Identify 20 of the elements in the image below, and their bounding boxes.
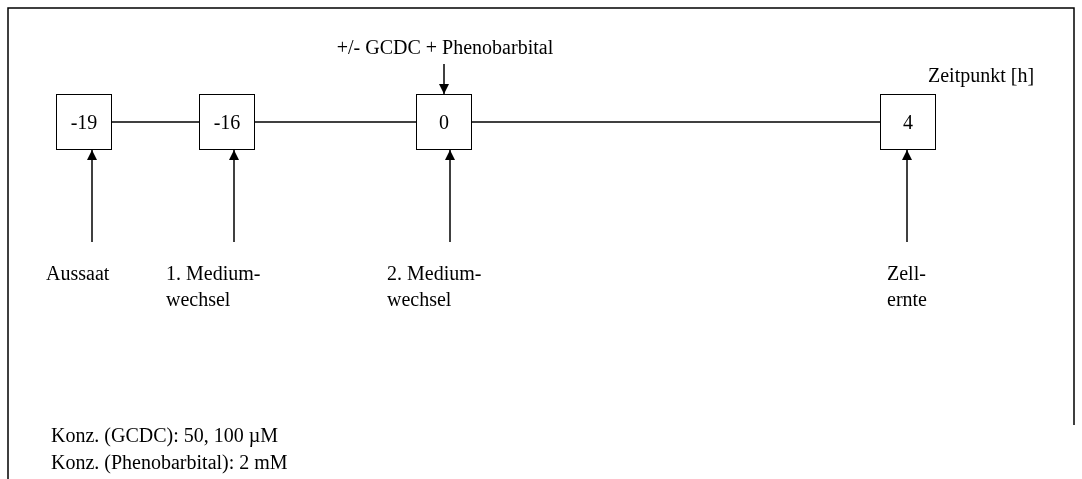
timeline-line bbox=[254, 121, 417, 123]
arrow bbox=[902, 149, 912, 243]
step-label: 1. Medium- wechsel bbox=[166, 261, 262, 312]
axis-label: Zeitpunkt [h] bbox=[928, 63, 1035, 88]
timeline-line bbox=[471, 121, 881, 123]
note-text: Konz. (Phenobarbital): 2 mM bbox=[51, 450, 288, 475]
arrow bbox=[229, 149, 239, 243]
arrow bbox=[439, 63, 449, 95]
time-box: -16 bbox=[199, 94, 255, 150]
note-text: Konz. (GCDC): 50, 100 µM bbox=[51, 423, 279, 448]
time-box: 0 bbox=[416, 94, 472, 150]
step-label: 2. Medium- wechsel bbox=[387, 261, 483, 312]
treatment-label: +/- GCDC + Phenobarbital bbox=[335, 35, 555, 60]
arrow bbox=[87, 149, 97, 243]
time-box: -19 bbox=[56, 94, 112, 150]
step-label: Zell- ernte bbox=[887, 261, 928, 312]
step-label: Aussaat bbox=[46, 261, 111, 286]
timeline-line bbox=[111, 121, 200, 123]
time-box: 4 bbox=[880, 94, 936, 150]
arrow bbox=[445, 149, 455, 243]
